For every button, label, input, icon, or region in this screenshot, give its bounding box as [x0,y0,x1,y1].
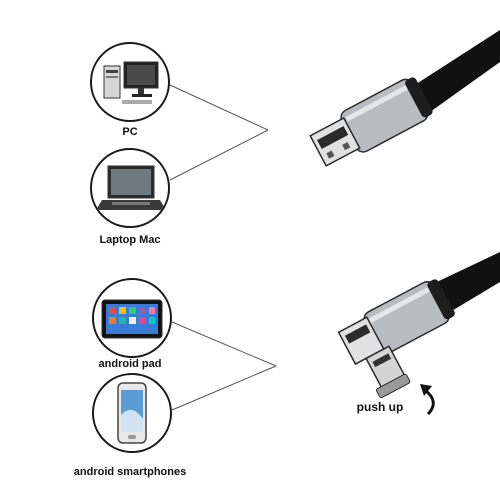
device-label-phone: android smartphones [73,466,187,478]
push-up-arrow-head [420,384,432,396]
device-label-laptop: Laptop Mac [99,234,161,246]
smartphone-icon [117,382,147,444]
laptop-icon [96,165,166,210]
otg-plug [337,279,455,399]
device-label-pc: PC [122,126,138,138]
connector-line-laptop [169,129,269,181]
push-up-label: push up [356,400,404,414]
connector-line-pc [169,84,269,131]
pc-icon [103,61,159,104]
usb-a-plug [309,77,433,167]
device-label-pad: android pad [98,358,162,370]
tablet-circle [92,278,172,358]
connector-line-pad [171,321,277,367]
laptop-circle [90,148,170,228]
usb-cable-upper [410,30,500,112]
connector-line-phone [171,365,277,411]
push-up-arrow [424,388,435,416]
pc-circle [90,42,170,122]
smartphone-circle [92,373,172,453]
tablet-icon [101,299,163,339]
